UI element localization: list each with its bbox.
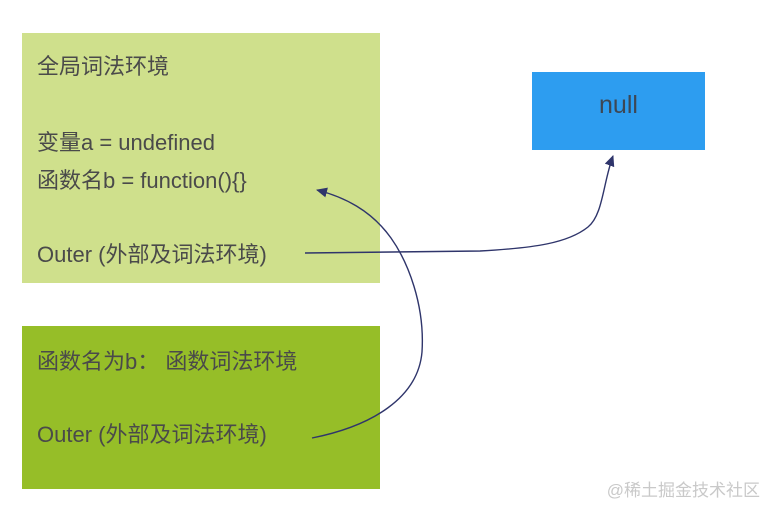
global-env-var-a-line: 变量a = undefined — [37, 130, 215, 155]
global-env-outer-line: Outer (外部及词法环境) — [37, 242, 267, 267]
null-box: null — [532, 72, 705, 150]
function-env-outer-line: Outer (外部及词法环境) — [37, 422, 267, 447]
watermark: @稀土掘金技术社区 — [606, 481, 760, 500]
global-lexical-env-box: 全局词法环境 变量a = undefined 函数名b = function()… — [22, 33, 380, 283]
null-label: null — [599, 90, 638, 119]
global-env-title: 全局词法环境 — [37, 54, 170, 79]
function-env-title: 函数名为b： 函数词法环境 — [37, 349, 298, 374]
function-lexical-env-box: 函数名为b： 函数词法环境 Outer (外部及词法环境) — [22, 326, 380, 489]
global-env-func-b-line: 函数名b = function(){} — [37, 168, 247, 193]
